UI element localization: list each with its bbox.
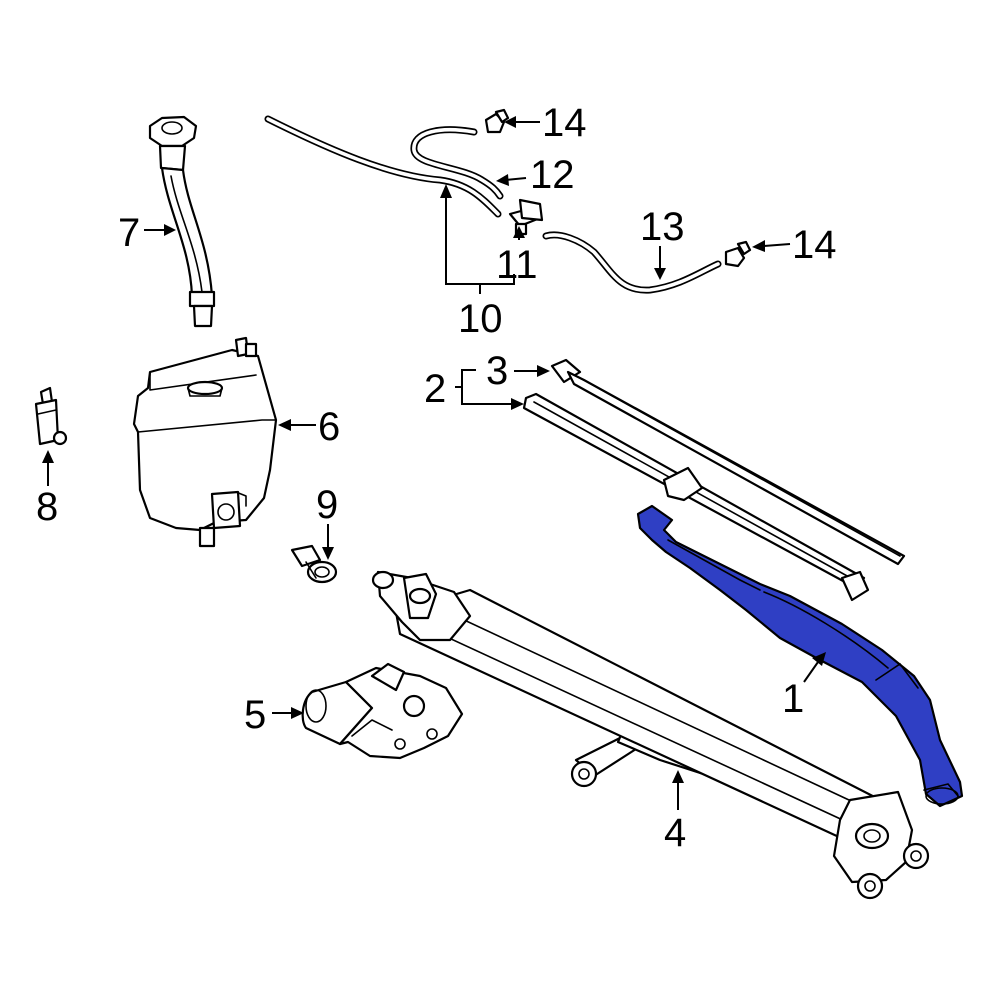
- callout-7: 7: [118, 211, 140, 255]
- hose-joint[interactable]: [508, 198, 544, 236]
- callout-10: 10: [458, 297, 503, 341]
- washer-nozzle-upper[interactable]: [484, 108, 510, 134]
- wiper-blade-refill[interactable]: [550, 358, 906, 566]
- callout-6: 6: [318, 405, 340, 449]
- callout-13: 13: [640, 205, 685, 249]
- wiper-arm[interactable]: [636, 504, 964, 808]
- callout-14-upper: 14: [542, 101, 587, 145]
- callout-9: 9: [316, 483, 338, 527]
- callout-12: 12: [530, 153, 575, 197]
- callout-11: 11: [496, 243, 538, 287]
- wiper-blade-assembly[interactable]: [522, 392, 870, 602]
- callout-14-right: 14: [792, 223, 837, 267]
- washer-nozzle-right[interactable]: [724, 240, 752, 268]
- washer-filler-neck[interactable]: [148, 115, 216, 328]
- callout-8: 8: [36, 485, 58, 529]
- grommet[interactable]: [290, 544, 338, 584]
- wiper-arm-highlight-fill: [636, 504, 964, 808]
- callout-3: 3: [486, 349, 508, 393]
- washer-hose-front[interactable]: [264, 115, 502, 218]
- callout-4: 4: [664, 811, 686, 855]
- washer-pump[interactable]: [34, 386, 68, 446]
- callout-2: 2: [424, 367, 446, 411]
- callout-labels: 1 2 3 4 5 6 7 8 9 10 11 12 13 14 14: [36, 101, 837, 855]
- wiper-motor[interactable]: [301, 662, 464, 760]
- callout-1: 1: [782, 677, 804, 721]
- wiper-linkage[interactable]: [371, 570, 930, 900]
- washer-hose-rear[interactable]: [542, 231, 722, 294]
- callout-leaders: [42, 116, 826, 810]
- washer-hose-main[interactable]: [410, 126, 504, 200]
- washer-reservoir[interactable]: [132, 336, 278, 548]
- callout-5: 5: [244, 693, 266, 737]
